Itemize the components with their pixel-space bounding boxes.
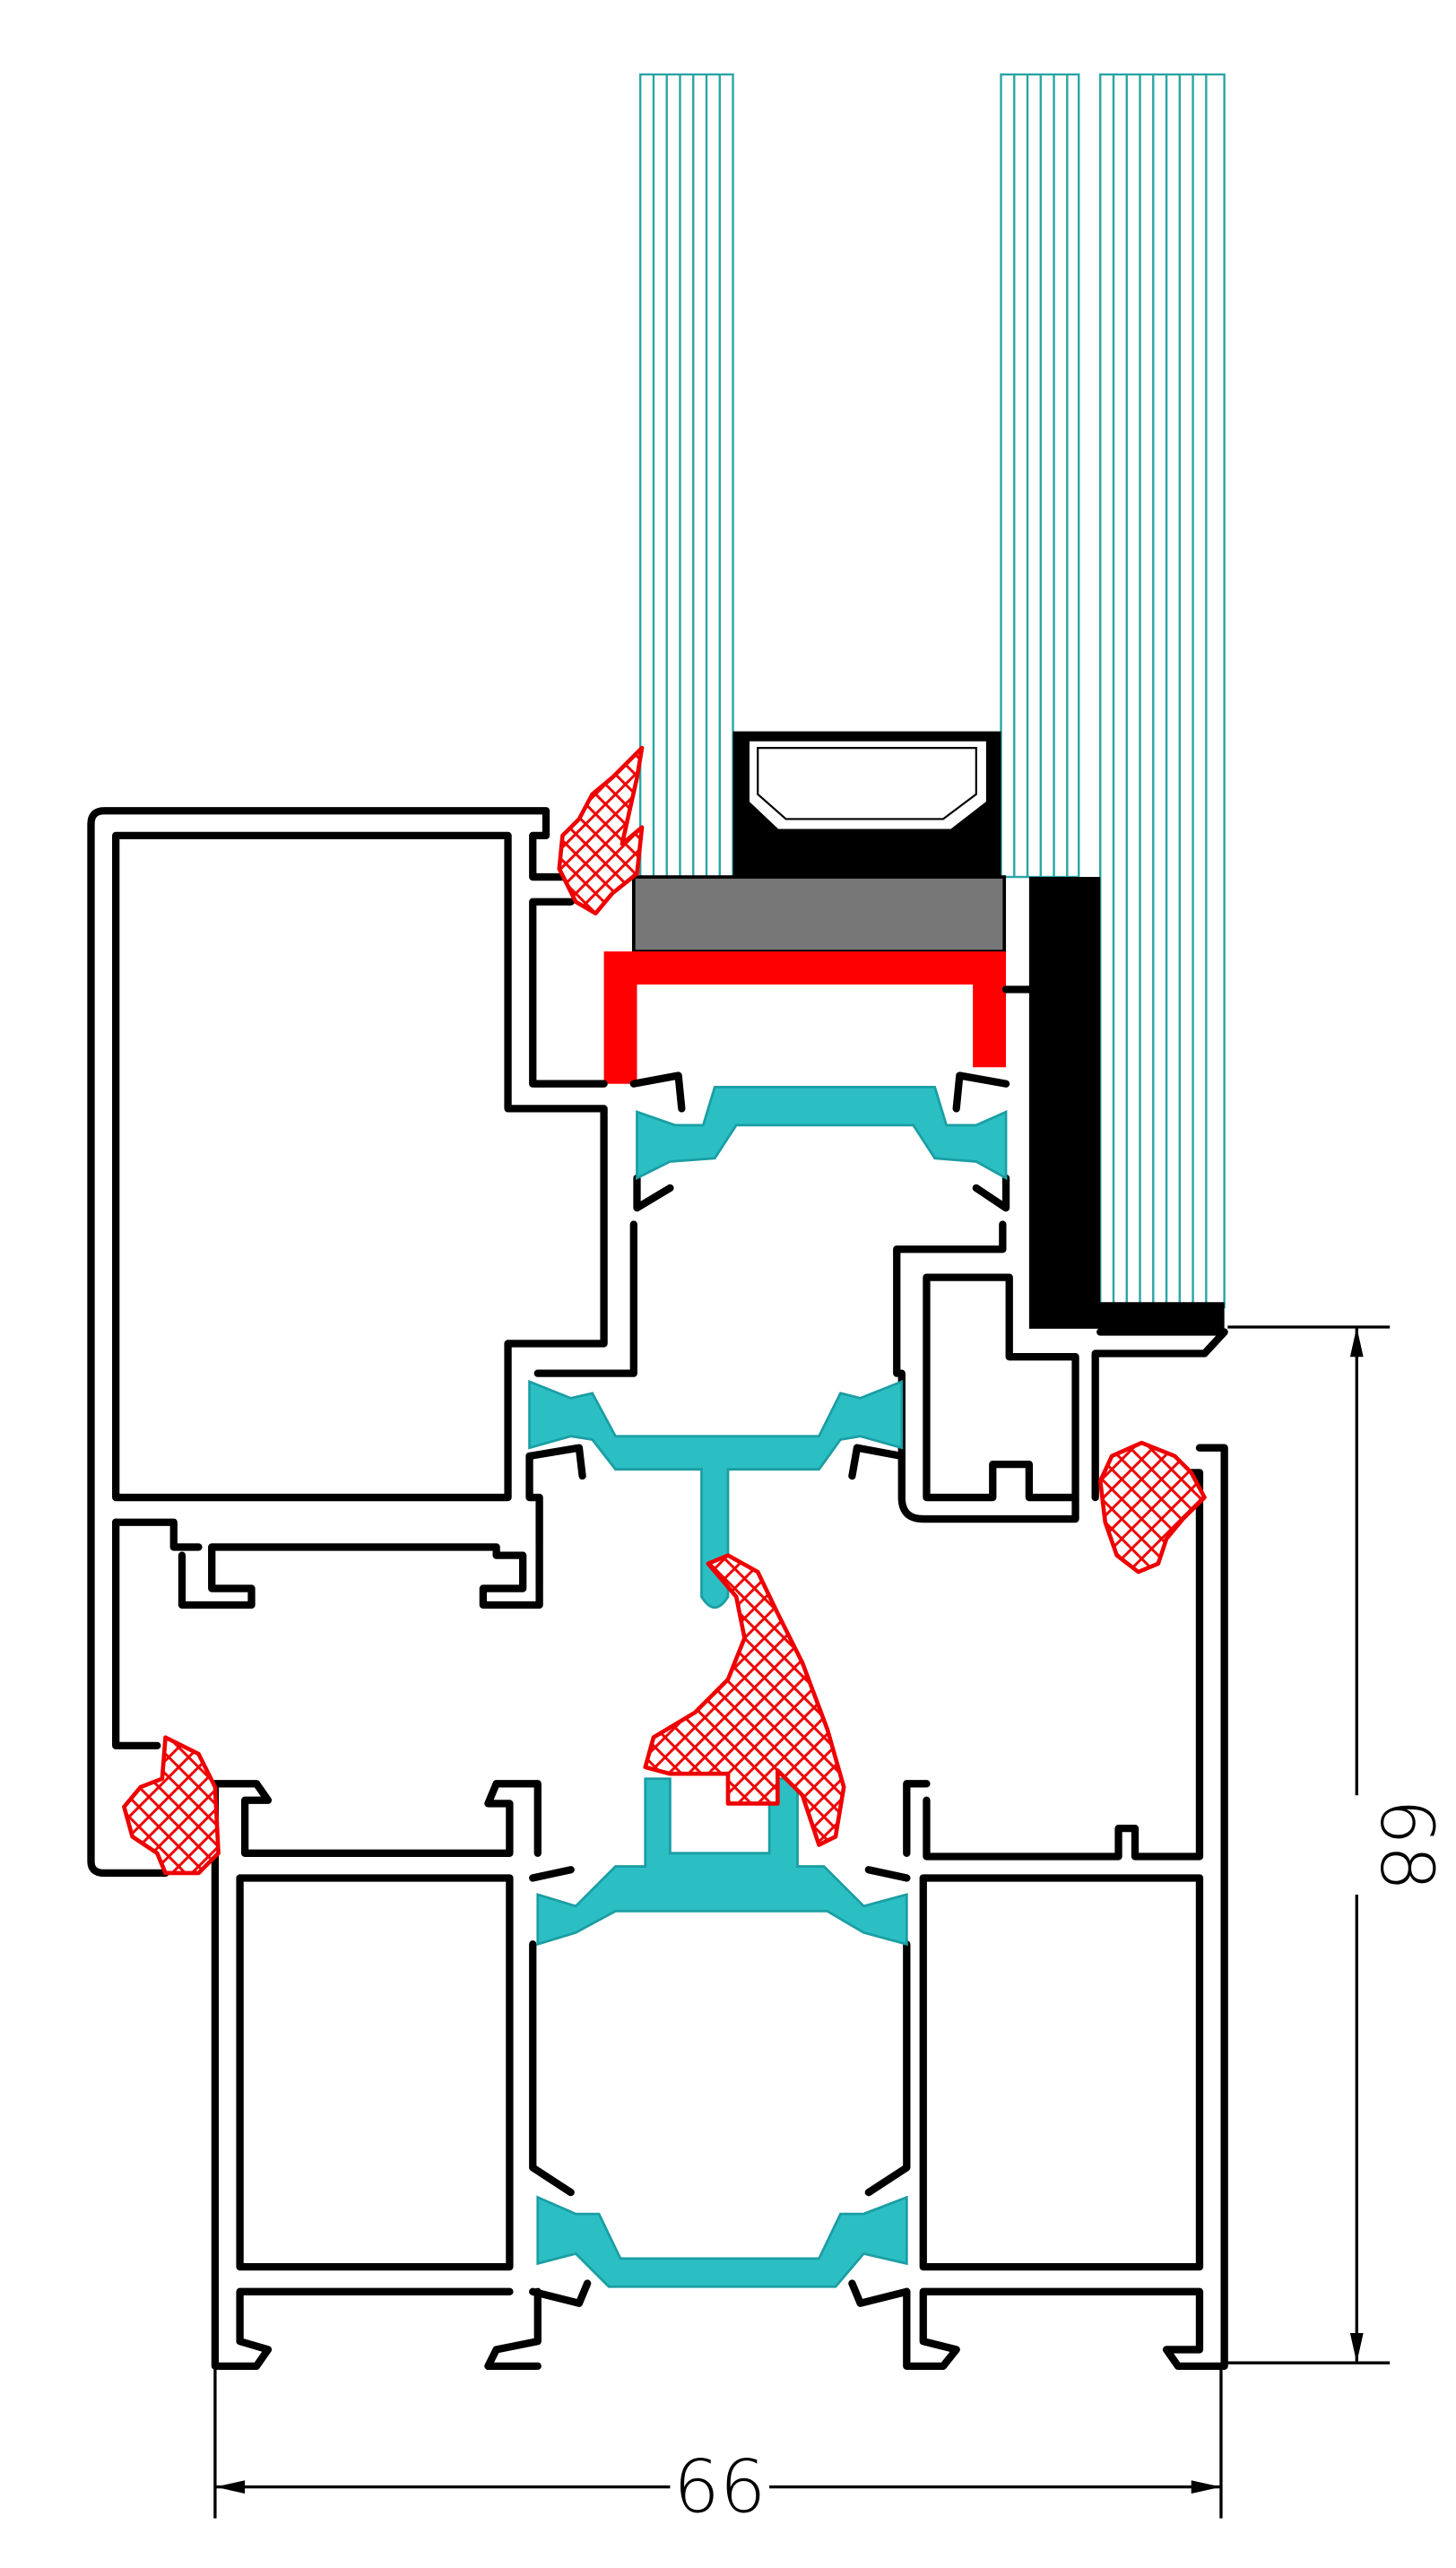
thermal-break-sash-middle xyxy=(528,1379,904,1609)
red-glazing-channel xyxy=(603,951,1007,1084)
dimension-height-label: 68 xyxy=(1364,1799,1448,1891)
glazing-bead xyxy=(1028,877,1225,1329)
gasket-frame-outer xyxy=(1097,1440,1207,1575)
dimension-width: 66 xyxy=(213,2369,1223,2529)
bead-base xyxy=(1001,985,1228,1502)
sash-profile xyxy=(87,807,1079,1878)
thermal-break-frame-upper xyxy=(536,1777,908,1947)
dimension-height: 68 xyxy=(1227,1325,1448,2364)
glass-pane-inner xyxy=(638,73,734,879)
glass-spacer xyxy=(732,731,1001,881)
thermal-break-frame-lower xyxy=(536,2195,908,2288)
setting-block xyxy=(631,875,1007,953)
glass-pane-middle xyxy=(1000,73,1080,879)
gasket-sash-outer xyxy=(122,1735,221,1876)
frame-profile xyxy=(211,1444,1228,2371)
gasket-central xyxy=(643,1553,846,1847)
dimension-width-label: 66 xyxy=(673,2445,766,2529)
thermal-break-sash-top xyxy=(636,1086,1008,1181)
gasket-glazing-inner xyxy=(557,745,645,915)
glass-pane-outer xyxy=(1099,73,1226,1309)
